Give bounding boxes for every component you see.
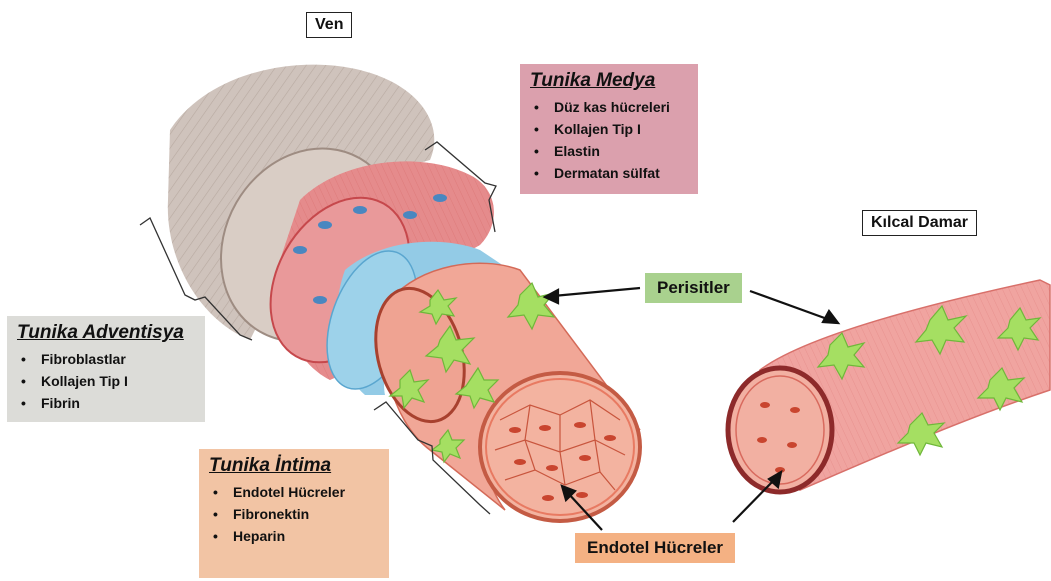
tunica-intima-title: Tunika İntima [209, 455, 379, 477]
tunica-adventitia-list: Fibroblastlar Kollajen Tip I Fibrin [17, 348, 195, 414]
list-item: Kollajen Tip I [17, 370, 195, 392]
tunica-media-box: Tunika Medya Düz kas hücreleri Kollajen … [520, 64, 698, 194]
tunica-adventitia-box: Tunika Adventisya Fibroblastlar Kollajen… [7, 316, 205, 422]
tunica-media-title: Tunika Medya [530, 70, 688, 92]
list-item: Fibroblastlar [17, 348, 195, 370]
list-item: Fibrin [17, 392, 195, 414]
vein-title: Ven [306, 12, 352, 38]
list-item: Düz kas hücreleri [530, 96, 688, 118]
tunica-intima-box: Tunika İntima Endotel Hücreler Fibronekt… [199, 449, 389, 578]
list-item: Endotel Hücreler [209, 481, 379, 503]
pericytes-label: Perisitler [645, 273, 742, 303]
list-item: Elastin [530, 140, 688, 162]
capillary-title: Kılcal Damar [862, 210, 977, 236]
tunica-media-list: Düz kas hücreleri Kollajen Tip I Elastin… [530, 96, 688, 184]
endothelial-cells-label: Endotel Hücreler [575, 533, 735, 563]
tunica-intima-list: Endotel Hücreler Fibronektin Heparin [209, 481, 379, 547]
list-item: Dermatan sülfat [530, 162, 688, 184]
list-item: Kollajen Tip I [530, 118, 688, 140]
list-item: Heparin [209, 525, 379, 547]
tunica-adventitia-title: Tunika Adventisya [17, 322, 195, 344]
list-item: Fibronektin [209, 503, 379, 525]
